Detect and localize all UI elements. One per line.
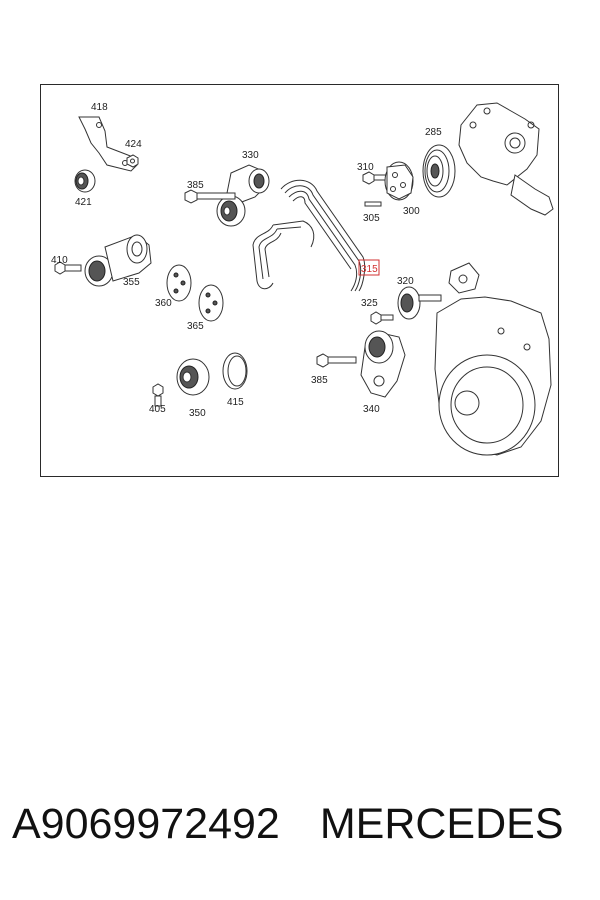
idler-421-drawing — [74, 169, 96, 193]
label-340: 340 — [363, 404, 380, 415]
cover-365-drawing — [198, 284, 224, 322]
label-315: 315 — [361, 264, 378, 275]
tensioner-355-drawing — [54, 234, 152, 287]
label-415: 415 — [227, 397, 244, 408]
belt-315-drawing — [252, 179, 366, 292]
label-405: 405 — [149, 404, 166, 415]
label-330: 330 — [242, 150, 259, 161]
part-number: A9069972492 — [12, 800, 280, 848]
bolt-385-lower-drawing — [316, 353, 357, 368]
diagram-drawing: 418 424 421 330 385 285 310 305 300 410 … — [51, 102, 554, 456]
alternator-drawing — [434, 262, 552, 456]
bracket-418-drawing — [78, 116, 138, 172]
label-410: 410 — [51, 255, 68, 266]
label-360: 360 — [155, 298, 172, 309]
idler-320-drawing — [397, 286, 442, 320]
hub-300-drawing — [362, 161, 414, 207]
brand-name: MERCEDES — [319, 800, 564, 848]
bolt-385-upper-drawing — [184, 189, 236, 204]
label-320: 320 — [397, 276, 414, 287]
label-300: 300 — [403, 206, 420, 217]
label-418: 418 — [91, 102, 108, 113]
bolt-325-drawing — [370, 311, 394, 325]
water-pump-285-drawing — [422, 102, 554, 216]
tensioner-340-drawing — [360, 330, 406, 398]
idler-350-drawing — [152, 358, 210, 407]
label-421: 421 — [75, 197, 92, 208]
parts-diagram: 418 424 421 330 385 285 310 305 300 410 … — [40, 84, 559, 477]
label-385-upper: 385 — [187, 180, 204, 191]
label-325: 325 — [361, 298, 378, 309]
label-310: 310 — [357, 162, 374, 173]
cap-415-drawing — [222, 352, 248, 390]
cover-360-drawing — [166, 264, 192, 302]
highlight-box-315 — [358, 259, 380, 276]
product-caption: A9069972492 MERCEDES — [12, 800, 592, 849]
label-355: 355 — [123, 277, 140, 288]
label-424: 424 — [125, 139, 142, 150]
label-305: 305 — [363, 213, 380, 224]
label-385-lower: 385 — [311, 375, 328, 386]
label-350: 350 — [189, 408, 206, 419]
label-285: 285 — [425, 127, 442, 138]
nut-424-drawing — [126, 154, 139, 168]
label-365: 365 — [187, 321, 204, 332]
